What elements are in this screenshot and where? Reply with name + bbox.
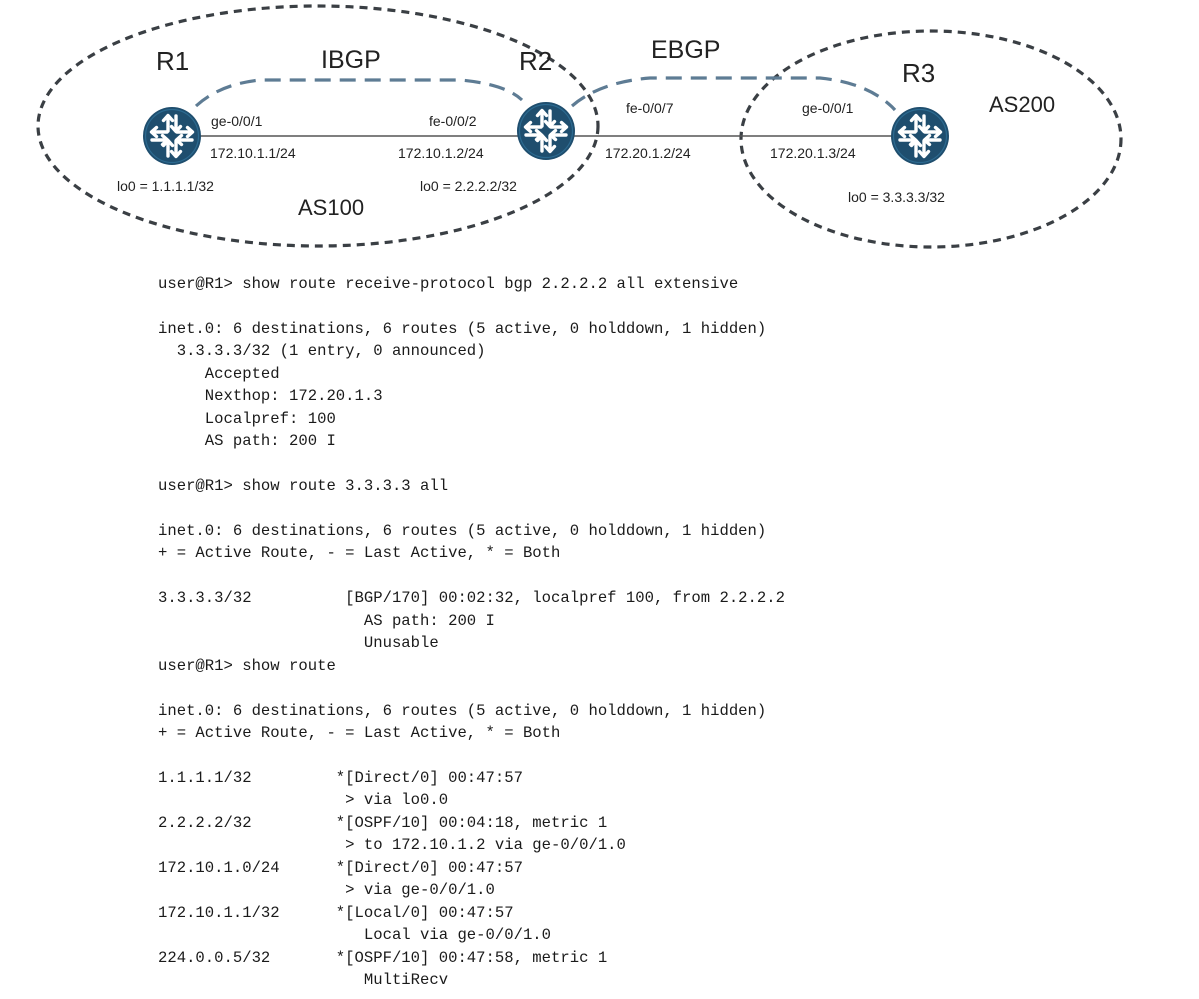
r2-left-interface-label: fe-0/0/2 xyxy=(429,113,477,129)
r3-address-label: 172.20.1.3/24 xyxy=(770,145,856,161)
cli-line: user@R1> show route 3.3.3.3 all xyxy=(158,477,449,496)
as200-label: AS200 xyxy=(989,92,1055,117)
router-r1-name: R1 xyxy=(156,46,189,76)
cli-line: 224.0.0.5/32 *[OSPF/10] 00:47:58, metric… xyxy=(158,948,608,967)
cli-line: > via ge-0/0/1.0 xyxy=(158,881,495,900)
cli-line xyxy=(158,453,785,475)
cli-line: Local via ge-0/0/1.0 xyxy=(158,926,552,945)
cli-output: user@R1> show route receive-protocol bgp… xyxy=(158,273,785,991)
r3-interface-label: ge-0/0/1 xyxy=(802,100,854,116)
cli-line: 2.2.2.2/32 *[OSPF/10] 00:04:18, metric 1 xyxy=(158,813,608,832)
cli-line xyxy=(158,677,785,699)
r1-address-label: 172.10.1.1/24 xyxy=(210,145,296,161)
cli-line xyxy=(158,295,785,317)
as200-boundary xyxy=(739,29,1123,249)
ebgp-session-arc xyxy=(570,76,897,112)
cli-line xyxy=(158,498,785,520)
router-r2-icon xyxy=(515,100,577,162)
cli-line: Nexthop: 172.20.1.3 xyxy=(158,387,383,406)
cli-line: > via lo0.0 xyxy=(158,791,449,810)
r2-right-address-label: 172.20.1.2/24 xyxy=(605,145,691,161)
cli-line: 3.3.3.3/32 (1 entry, 0 announced) xyxy=(158,342,486,361)
cli-line: Localpref: 100 xyxy=(158,409,336,428)
cli-line xyxy=(158,744,785,766)
cli-line: inet.0: 6 destinations, 6 routes (5 acti… xyxy=(158,521,767,540)
router-r1-icon xyxy=(141,105,203,167)
r2-left-address-label: 172.10.1.2/24 xyxy=(398,145,484,161)
network-topology-diagram: R1 R2 R3 IBGP EBGP AS100 AS200 ge-0/0/1 … xyxy=(36,4,1123,249)
as100-boundary xyxy=(36,4,600,248)
router-r3-name: R3 xyxy=(902,58,935,88)
cli-line: 172.10.1.0/24 *[Direct/0] 00:47:57 xyxy=(158,858,523,877)
cli-line: AS path: 200 I xyxy=(158,432,336,451)
as100-label: AS100 xyxy=(298,195,364,220)
cli-line: Unusable xyxy=(158,634,439,653)
cli-line xyxy=(158,565,785,587)
ibgp-session-arc xyxy=(194,78,524,108)
cli-line: inet.0: 6 destinations, 6 routes (5 acti… xyxy=(158,319,767,338)
router-r3-icon xyxy=(889,105,951,167)
cli-line: 1.1.1.1/32 *[Direct/0] 00:47:57 xyxy=(158,768,523,787)
r1-loopback-label: lo0 = 1.1.1.1/32 xyxy=(117,178,214,194)
cli-line: Accepted xyxy=(158,364,280,383)
cli-line: > to 172.10.1.2 via ge-0/0/1.0 xyxy=(158,836,626,855)
router-r2-name: R2 xyxy=(519,46,552,76)
cli-line: 172.10.1.1/32 *[Local/0] 00:47:57 xyxy=(158,903,514,922)
r3-loopback-label: lo0 = 3.3.3.3/32 xyxy=(848,189,945,205)
cli-line: + = Active Route, - = Last Active, * = B… xyxy=(158,723,561,742)
cli-line: + = Active Route, - = Last Active, * = B… xyxy=(158,544,561,563)
cli-line: MultiRecv xyxy=(158,970,449,989)
ibgp-label: IBGP xyxy=(321,46,381,74)
cli-line: user@R1> show route receive-protocol bgp… xyxy=(158,275,739,293)
ebgp-label: EBGP xyxy=(651,36,720,64)
r2-loopback-label: lo0 = 2.2.2.2/32 xyxy=(420,178,517,194)
r1-interface-label: ge-0/0/1 xyxy=(211,113,263,129)
cli-line: user@R1> show route xyxy=(158,656,336,675)
cli-line: AS path: 200 I xyxy=(158,611,495,630)
r2-right-interface-label: fe-0/0/7 xyxy=(626,100,674,116)
cli-line: 3.3.3.3/32 [BGP/170] 00:02:32, localpref… xyxy=(158,589,785,608)
cli-line: inet.0: 6 destinations, 6 routes (5 acti… xyxy=(158,701,767,720)
